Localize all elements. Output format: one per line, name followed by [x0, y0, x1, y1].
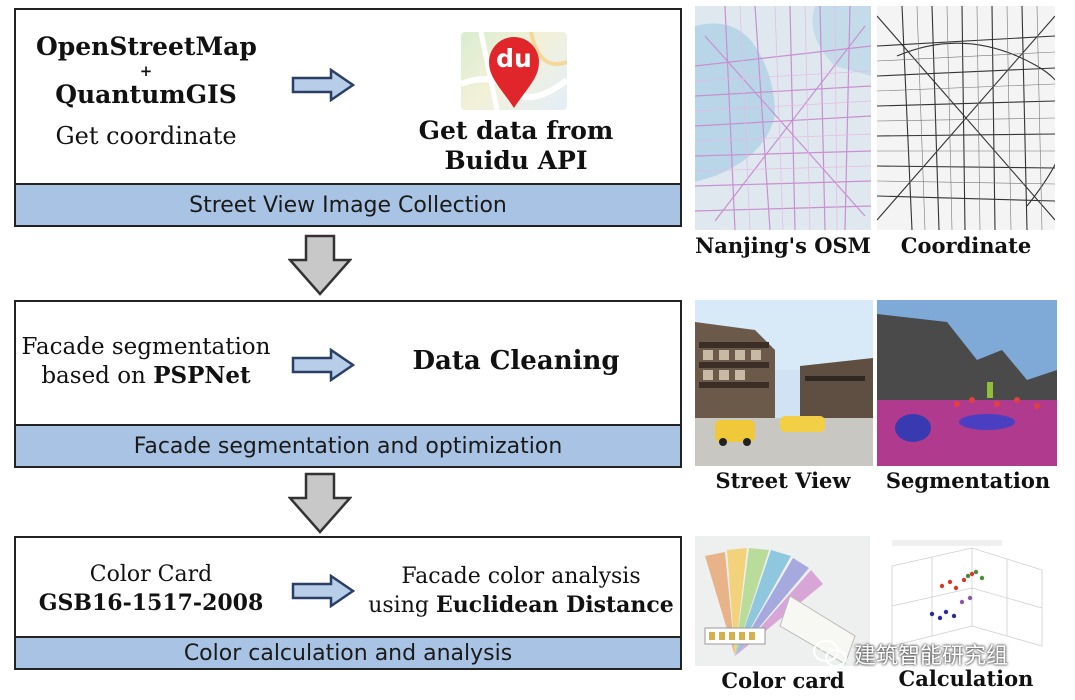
- euclidean-line: using Euclidean Distance: [366, 592, 676, 618]
- pspnet-bold: PSPNet: [153, 362, 251, 389]
- plus-sign: +: [139, 62, 153, 80]
- street-view-caption: Street View: [715, 468, 851, 493]
- data-cleaning-label: Data Cleaning: [412, 346, 620, 376]
- segmentation-image: [877, 300, 1057, 466]
- panel-collection: OpenStreetMap + QuantumGIS Get coordinat…: [14, 8, 682, 227]
- baidu-logo-icon: du: [461, 32, 567, 110]
- qgis-label: QuantumGIS: [55, 80, 237, 109]
- coordinate-map-image: [877, 6, 1055, 230]
- calculation-caption: Calculation: [898, 666, 1034, 691]
- band-facade-segmentation: Facade segmentation and optimization: [16, 424, 680, 466]
- facade-seg-label: Facade segmentation: [21, 334, 271, 360]
- panel-color: Color Card GSB16-1517-2008 Facade color …: [14, 536, 682, 670]
- right-arrow-icon: [291, 68, 355, 102]
- down-arrow-icon: [288, 472, 352, 534]
- osm-caption: Nanjing's OSM: [695, 233, 871, 258]
- watermark-text: 建筑智能研究组: [854, 644, 1009, 669]
- baidu-api-label: Buidu API: [444, 146, 588, 175]
- right-arrow-icon: [291, 348, 355, 382]
- right-arrow-icon: [291, 574, 355, 608]
- euclidean-prefix: using: [368, 593, 436, 618]
- segmentation-caption: Segmentation: [885, 468, 1051, 493]
- band-color-calculation: Color calculation and analysis: [16, 636, 680, 668]
- color-card-caption: Color card: [721, 668, 845, 693]
- osm-map-image: [695, 6, 871, 230]
- down-arrow-icon: [288, 234, 352, 296]
- osm-label: OpenStreetMap: [36, 32, 257, 61]
- get-coordinate-label: Get coordinate: [55, 122, 237, 150]
- color-card-label: Color Card: [89, 562, 213, 587]
- color-card-image: [695, 536, 870, 666]
- color-card-standard: GSB16-1517-2008: [38, 590, 264, 616]
- euclidean-bold: Euclidean Distance: [435, 592, 674, 618]
- band-street-view-collection: Street View Image Collection: [16, 183, 680, 225]
- street-view-image: [695, 300, 873, 466]
- color-analysis-label: Facade color analysis: [401, 564, 641, 589]
- watermark: 建筑智能研究组: [812, 638, 1008, 670]
- panel-segmentation: Facade segmentation based on PSPNet Data…: [14, 300, 682, 468]
- get-data-label: Get data from: [418, 116, 614, 145]
- pspnet-prefix: based on: [41, 363, 154, 389]
- wechat-icon: [813, 640, 847, 667]
- coordinate-caption: Coordinate: [900, 233, 1032, 258]
- calculation-plot-image: [872, 536, 1058, 666]
- pspnet-line: based on PSPNet: [16, 362, 276, 389]
- baidu-logo-text: du: [496, 44, 532, 73]
